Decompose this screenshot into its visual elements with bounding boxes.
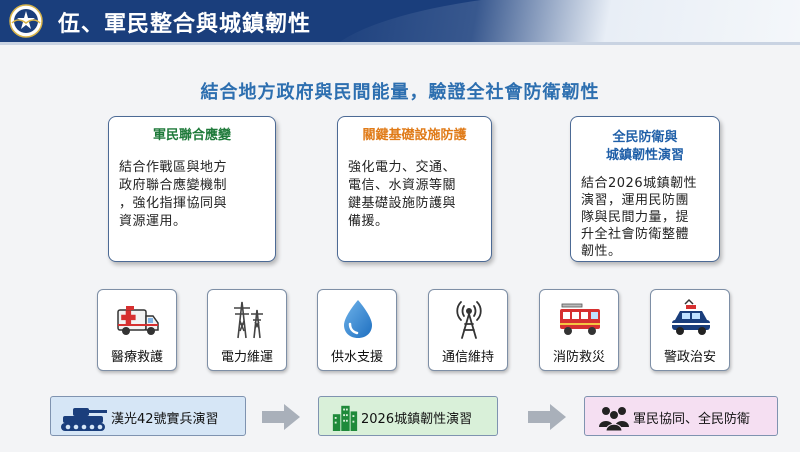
header-divider [0, 42, 800, 45]
card-civil-defense-exercise: 全民防衛與 城鎮韌性演習 結合2026城鎮韌性 演習，運用民防團 隊與民間力量，… [570, 116, 720, 262]
police-car-icon [672, 298, 710, 335]
water-drop-icon [344, 300, 372, 338]
arrow-right-icon [262, 404, 300, 430]
people-icon [599, 407, 629, 431]
antenna-icon [456, 301, 482, 339]
flow-step-hanguang: 漢光42號實兵演習 [50, 396, 246, 436]
card-title-line: 全民防衛與 [612, 130, 678, 145]
tile-medical: 醫療救護 [97, 289, 177, 371]
card-title: 軍民聯合應變 [152, 128, 231, 143]
tile-water: 供水支援 [317, 289, 397, 371]
header-bar: 伍、軍民整合與城鎮韌性 [0, 0, 800, 42]
tile-power: 電力維運 [207, 289, 287, 371]
power-tower-icon [234, 301, 263, 339]
military-emblem-icon [9, 4, 43, 38]
tile-label: 醫療救護 [110, 350, 163, 365]
card-body-line: 備援。 [348, 214, 389, 229]
section-subtitle: 結合地方政府與民間能量，驗證全社會防衛韌性 [200, 82, 600, 103]
flow-label: 軍民協同、全民防衛 [633, 412, 751, 427]
card-military-civil-response: 軍民聯合應變 結合作戰區與地方 政府聯合應變機制 ，強化指揮協同與 資源運用。 [108, 116, 276, 262]
tank-icon [61, 408, 107, 431]
ambulance-icon [117, 306, 159, 335]
header-wave-decoration [320, 0, 800, 42]
card-body-line: 政府聯合應變機制 [119, 178, 228, 193]
card-body-line: 演習，運用民防團 [581, 193, 690, 208]
card-body-line: 韌性。 [581, 244, 622, 259]
card-body-line: ，強化指揮協同與 [119, 196, 228, 211]
arrow-right-icon [528, 404, 566, 430]
tile-label: 通信維持 [441, 350, 494, 365]
card-body-line: 結合作戰區與地方 [119, 160, 228, 175]
card-body-line: 升全社會防衛整體 [581, 227, 690, 242]
card-body-line: 強化電力、交通、 [348, 160, 457, 175]
tile-label: 供水支援 [330, 350, 383, 365]
page-title: 伍、軍民整合與城鎮韌性 [58, 12, 312, 37]
card-body-line: 結合2026城鎮韌性 [581, 176, 698, 191]
card-body: 結合2026城鎮韌性 演習，運用民防團 隊與民間力量，提 升全社會防衛整體 韌性… [571, 175, 719, 260]
card-body-line: 資源運用。 [119, 214, 187, 229]
card-body: 強化電力、交通、 電信、水資源等關 鍵基礎設施防護與 備援。 [338, 159, 491, 231]
city-buildings-icon [332, 405, 358, 431]
card-body-line: 鍵基礎設施防護與 [348, 196, 457, 211]
card-title: 關鍵基礎設施防護 [362, 128, 467, 143]
card-body-line: 隊與民間力量，提 [581, 210, 690, 225]
tile-police: 警政治安 [650, 289, 730, 371]
card-title-line: 城鎮韌性演習 [605, 148, 684, 163]
tile-label: 消防救災 [552, 350, 605, 365]
flow-label: 2026城鎮韌性演習 [361, 412, 473, 427]
flow-step-2026-exercise: 2026城鎮韌性演習 [318, 396, 498, 436]
flow-step-civil-military: 軍民協同、全民防衛 [584, 396, 778, 436]
card-title: 全民防衛與 城鎮韌性演習 [571, 129, 719, 165]
card-body: 結合作戰區與地方 政府聯合應變機制 ，強化指揮協同與 資源運用。 [109, 159, 275, 231]
card-critical-infrastructure: 關鍵基礎設施防護 強化電力、交通、 電信、水資源等關 鍵基礎設施防護與 備援。 [337, 116, 492, 262]
tile-label: 警政治安 [663, 350, 716, 365]
fire-truck-icon [560, 303, 600, 335]
card-body-line: 電信、水資源等關 [348, 178, 457, 193]
tile-telecom: 通信維持 [428, 289, 508, 371]
tile-fire: 消防救災 [539, 289, 619, 371]
flow-label: 漢光42號實兵演習 [111, 412, 219, 427]
tile-label: 電力維運 [220, 350, 273, 365]
